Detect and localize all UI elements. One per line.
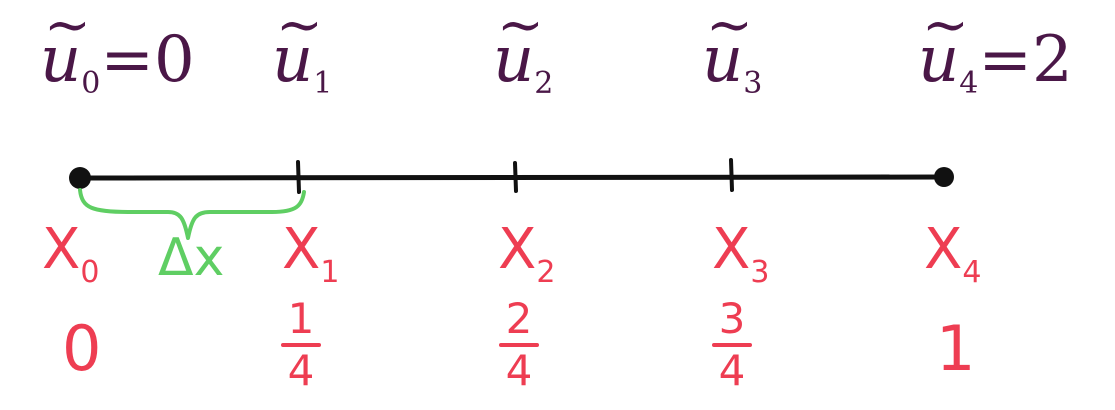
value-x4: 1 bbox=[936, 312, 976, 385]
denominator: 4 bbox=[287, 346, 315, 395]
delta-x-label: Δx bbox=[158, 228, 225, 288]
endpoint-left bbox=[69, 167, 91, 189]
tick-x2 bbox=[513, 161, 518, 193]
numerator: 1 bbox=[287, 294, 315, 343]
denominator: 4 bbox=[718, 346, 746, 395]
x3-label: X3 bbox=[712, 217, 770, 290]
number-line bbox=[77, 174, 947, 181]
fraction-bar bbox=[712, 343, 752, 347]
tick-x3 bbox=[729, 158, 734, 192]
delta-x-brace bbox=[78, 188, 306, 240]
fraction-bar bbox=[499, 343, 539, 347]
fraction-bar bbox=[281, 343, 321, 347]
endpoint-right bbox=[934, 167, 954, 187]
numerator: 3 bbox=[718, 294, 746, 343]
value-x1: 1 4 bbox=[281, 298, 321, 392]
denominator: 4 bbox=[505, 346, 533, 395]
u1-label: ~u1 bbox=[272, 0, 333, 101]
x2-label: X2 bbox=[498, 217, 556, 290]
value-x3: 3 4 bbox=[712, 298, 752, 392]
tick-x1 bbox=[296, 160, 301, 194]
tilde-mark: ~ bbox=[276, 0, 323, 58]
x4-label: X4 bbox=[924, 217, 982, 290]
tilde-mark: ~ bbox=[497, 0, 544, 58]
value-x0: 0 bbox=[62, 312, 102, 385]
value-x2: 2 4 bbox=[499, 298, 539, 392]
tilde-mark: ~ bbox=[44, 0, 91, 58]
u0-label: ~u0=0 bbox=[40, 0, 195, 101]
tilde-mark: ~ bbox=[922, 0, 969, 58]
u3-label: ~u3 bbox=[702, 0, 763, 101]
u2-label: ~u2 bbox=[493, 0, 554, 101]
u4-label: ~u4=2 bbox=[918, 0, 1073, 101]
tilde-mark: ~ bbox=[706, 0, 753, 58]
x1-label: X1 bbox=[282, 217, 340, 290]
numerator: 2 bbox=[505, 294, 533, 343]
x0-label: X0 bbox=[42, 217, 100, 290]
